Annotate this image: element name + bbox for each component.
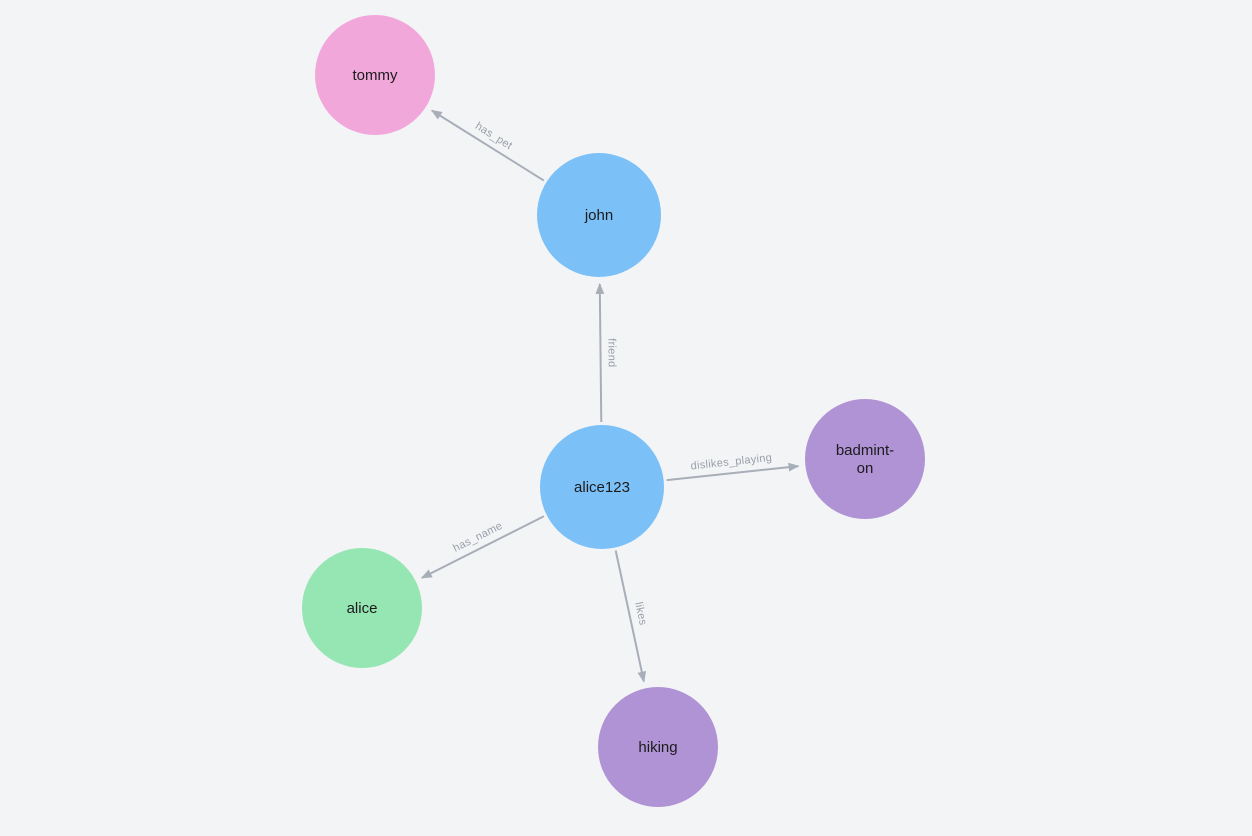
node-john[interactable]: john — [537, 153, 661, 277]
node-alice123[interactable]: alice123 — [540, 425, 664, 549]
edge-alice123-alice[interactable] — [420, 515, 545, 579]
edge-alice123-john[interactable] — [595, 282, 605, 423]
node-circle-alice[interactable] — [302, 548, 422, 668]
edge-label-has_pet: has_pet — [473, 120, 514, 152]
edge-label-likes: likes — [632, 601, 649, 627]
node-label-hiking: hiking — [638, 739, 677, 756]
node-label-john: john — [584, 207, 613, 224]
node-label-alice123: alice123 — [574, 479, 630, 496]
node-badminton[interactable]: badmint-on — [805, 399, 925, 519]
edge-john-tommy[interactable] — [430, 109, 545, 182]
edge-label-friend: friend — [605, 338, 617, 367]
node-circle-badminton[interactable] — [805, 399, 925, 519]
node-tommy[interactable]: tommy — [315, 15, 435, 135]
node-circle-hiking[interactable] — [598, 687, 718, 807]
node-label-alice: alice — [347, 600, 378, 617]
node-alice[interactable]: alice — [302, 548, 422, 668]
node-circle-alice123[interactable] — [540, 425, 664, 549]
node-circle-tommy[interactable] — [315, 15, 435, 135]
node-hiking[interactable]: hiking — [598, 687, 718, 807]
edge-alice123-badminton[interactable] — [666, 462, 800, 482]
node-circle-john[interactable] — [537, 153, 661, 277]
node-label-tommy: tommy — [353, 67, 399, 84]
edge-alice123-hiking[interactable] — [614, 550, 647, 683]
node-label-badminton: badmint-on — [836, 442, 894, 477]
